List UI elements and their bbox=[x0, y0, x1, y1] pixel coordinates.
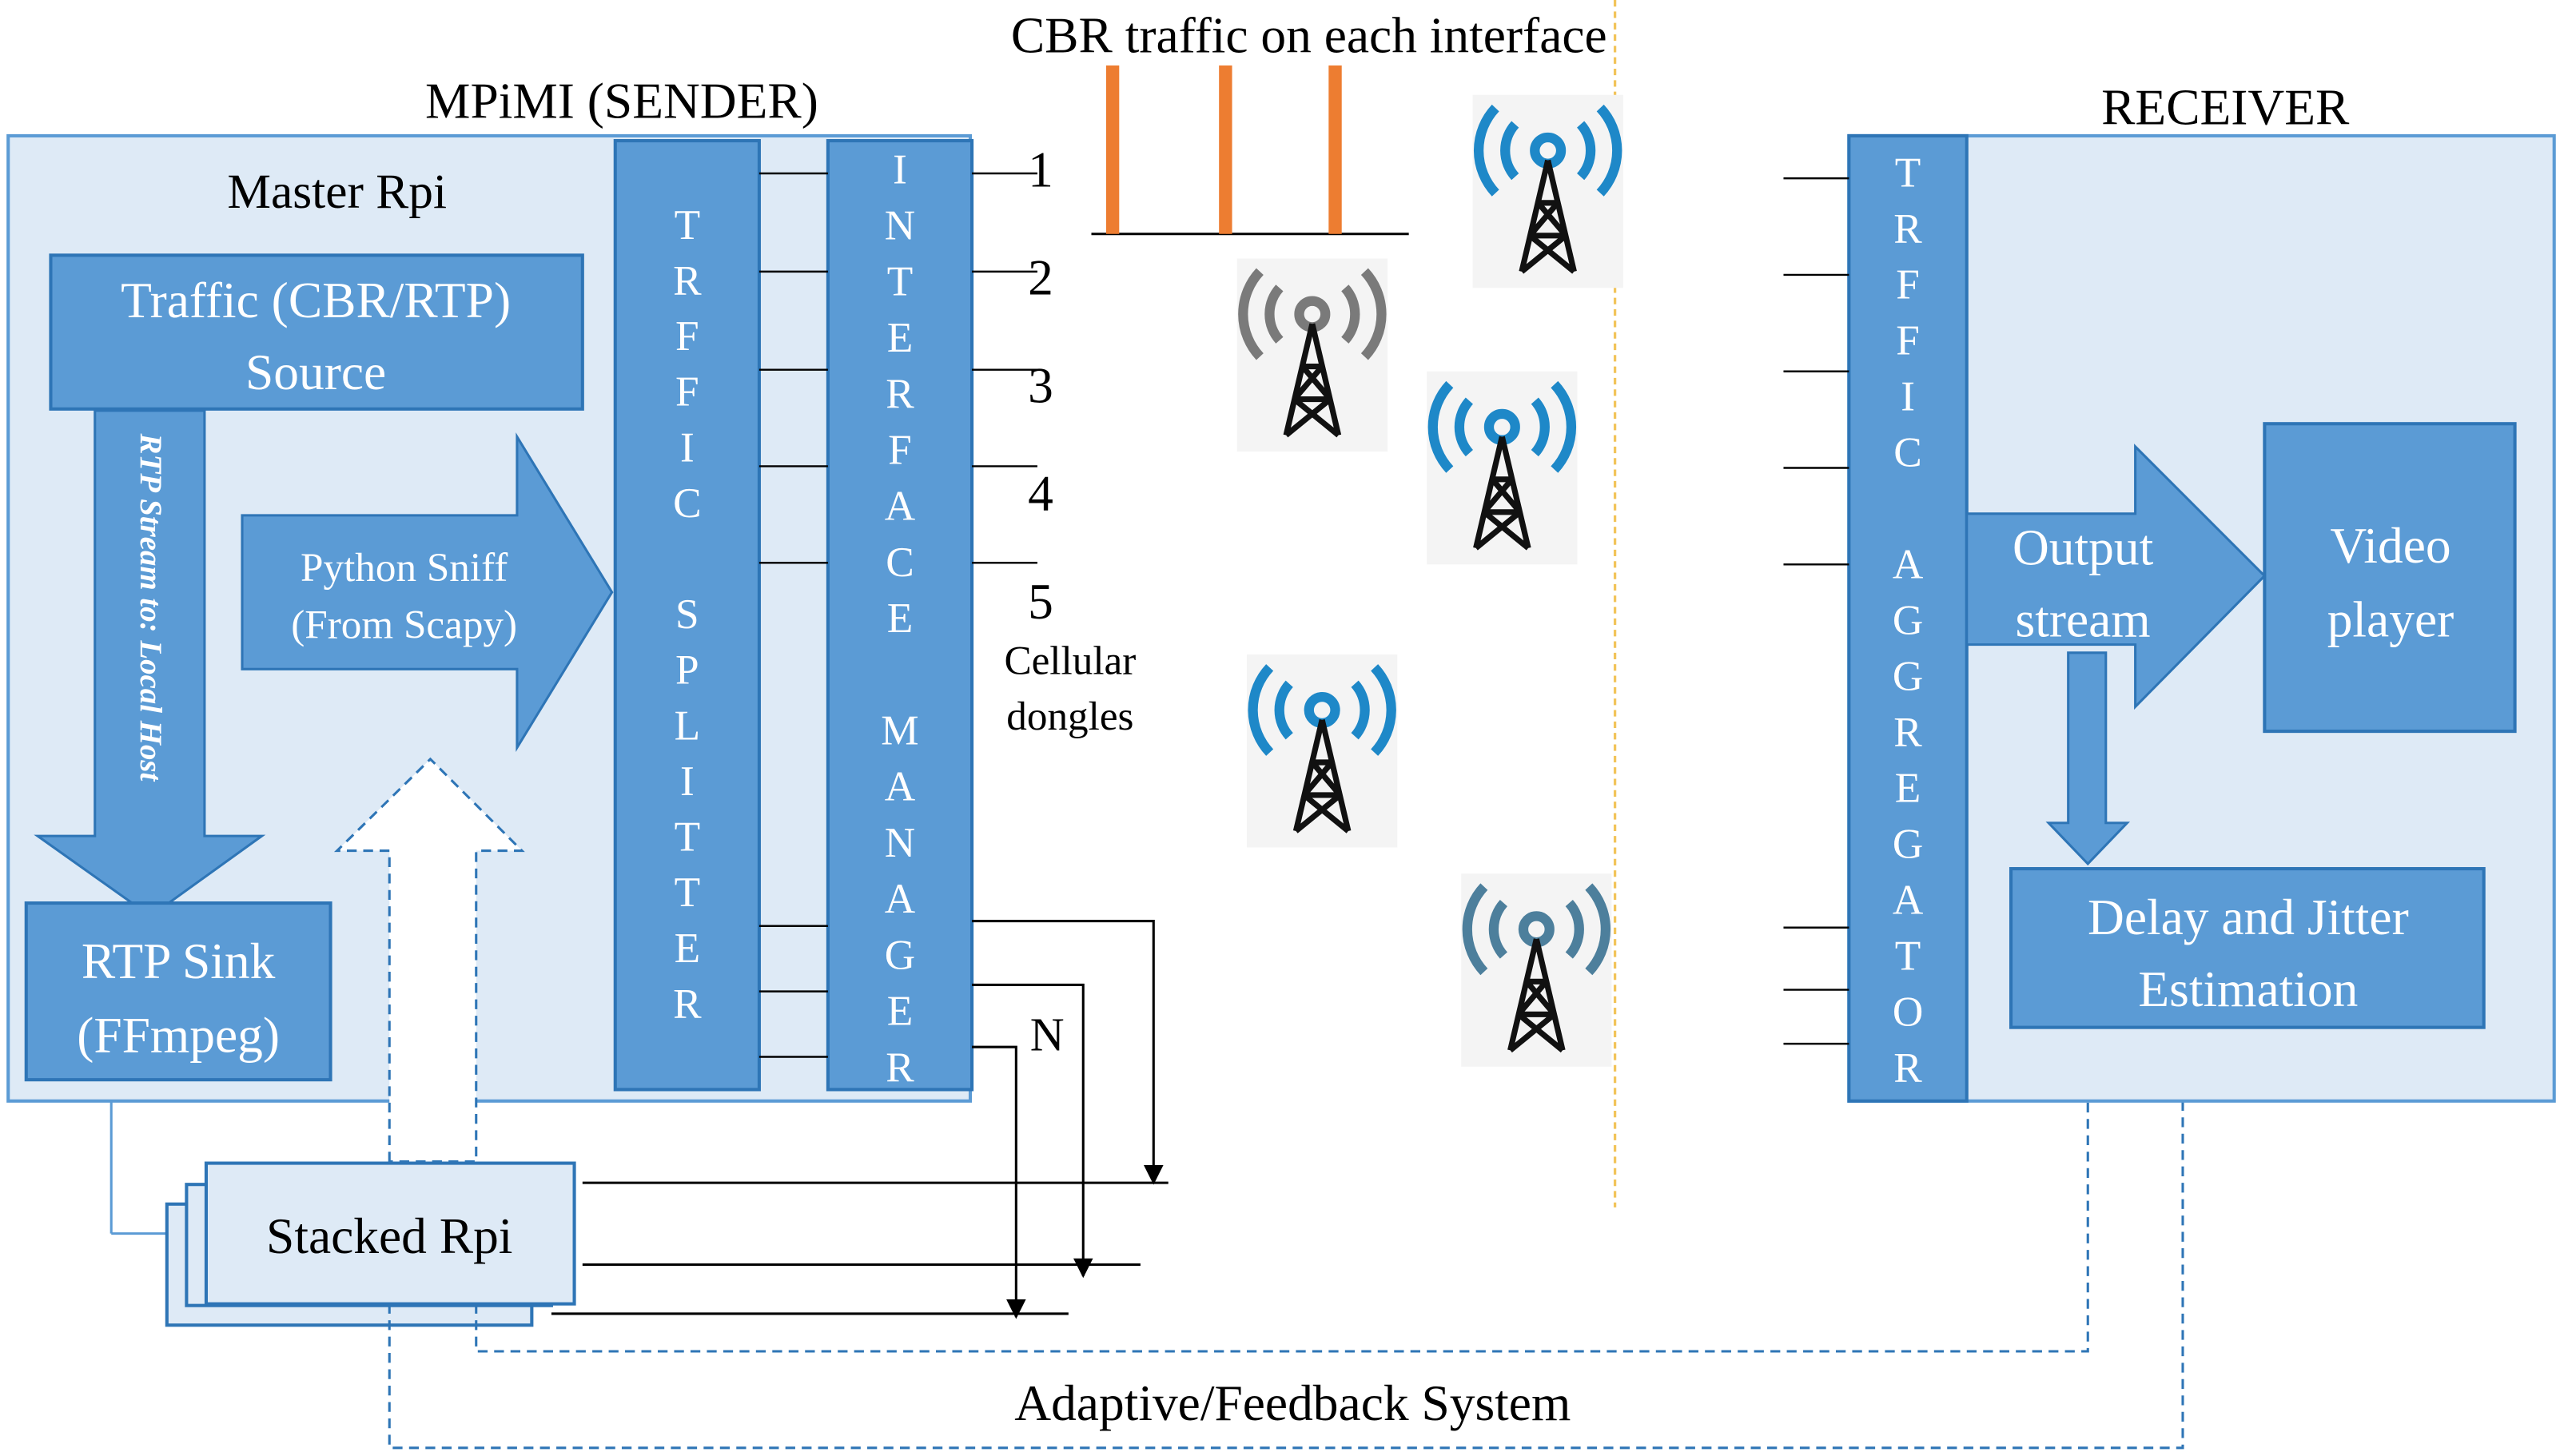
stacked-rpi-front bbox=[204, 1161, 576, 1306]
cbr-bar bbox=[1328, 65, 1342, 234]
rtp-sink-line2: (FFmpeg) bbox=[77, 1006, 280, 1063]
rtp-stream-label: RTP Stream to: Local Host bbox=[133, 433, 168, 782]
aggregator-input-links bbox=[1783, 177, 1849, 1045]
master-rpi-label: Master Rpi bbox=[227, 165, 447, 219]
cell-tower-icon bbox=[1472, 94, 1623, 288]
rtp-sink-line1: RTP Sink bbox=[82, 933, 276, 989]
python-sniff-line2: (From Scapy) bbox=[291, 602, 517, 647]
cbr-bar bbox=[1105, 65, 1120, 234]
cellular-dongles-line1: Cellular bbox=[1004, 638, 1136, 683]
traffic-source-box bbox=[49, 253, 584, 411]
interface-label-4: 4 bbox=[1028, 465, 1053, 522]
delay-jitter-box bbox=[2009, 867, 2486, 1029]
feedback-label: Adaptive/Feedback System bbox=[1014, 1374, 1571, 1431]
traffic-source-line2: Source bbox=[245, 344, 386, 400]
traffic-aggregator-box bbox=[1847, 133, 1969, 1103]
output-stream-line1: Output bbox=[2013, 519, 2154, 575]
rtp-stream-arrow bbox=[34, 409, 266, 918]
cell-tower-icon bbox=[1427, 371, 1578, 565]
stacked-rpi-label: Stacked Rpi bbox=[266, 1207, 512, 1264]
interface-output-links bbox=[972, 172, 1037, 564]
cell-tower-icon bbox=[1236, 258, 1388, 452]
cell-tower-icon bbox=[1461, 873, 1612, 1067]
output-stream-arrow bbox=[1965, 444, 2267, 710]
video-player-box bbox=[2263, 422, 2517, 734]
traffic-splitter-box bbox=[613, 139, 761, 1092]
splitter-manager-links bbox=[758, 172, 828, 1058]
cell-towers bbox=[1236, 94, 1623, 1067]
output-stream-line2: stream bbox=[2016, 591, 2151, 647]
interface-label-5: 5 bbox=[1028, 573, 1053, 630]
interface-label-3: 3 bbox=[1028, 357, 1053, 414]
python-sniff-line1: Python Sniff bbox=[301, 545, 508, 591]
rtp-sink-box bbox=[24, 901, 332, 1082]
cell-tower-icon bbox=[1246, 654, 1398, 848]
stacked-rpi-connectors bbox=[551, 920, 1169, 1319]
cbr-traffic-graph bbox=[1091, 65, 1409, 236]
video-player-line2: player bbox=[2327, 591, 2455, 647]
interface-label-2: 2 bbox=[1028, 249, 1053, 305]
video-player-line1: Video bbox=[2330, 517, 2451, 574]
delay-jitter-line1: Delay and Jitter bbox=[2088, 889, 2409, 945]
delay-jitter-line2: Estimation bbox=[2138, 961, 2358, 1017]
python-sniff-arrow bbox=[241, 432, 614, 753]
receiver-title: RECEIVER bbox=[2101, 79, 2350, 136]
cbr-bar bbox=[1219, 65, 1232, 234]
sender-title: MPiMI (SENDER) bbox=[425, 72, 818, 129]
feedback-loops bbox=[388, 1027, 2184, 1450]
interface-manager-box bbox=[826, 139, 974, 1092]
traffic-source-line1: Traffic (CBR/RTP) bbox=[121, 272, 511, 328]
delay-down-arrow bbox=[2045, 651, 2130, 866]
interface-label-n: N bbox=[1030, 1008, 1065, 1060]
interface-label-1: 1 bbox=[1028, 141, 1053, 197]
cellular-dongles-line2: dongles bbox=[1006, 694, 1133, 739]
feedback-up-arrow bbox=[333, 757, 525, 1164]
diagram-title: CBR traffic on each interface bbox=[1011, 7, 1607, 64]
